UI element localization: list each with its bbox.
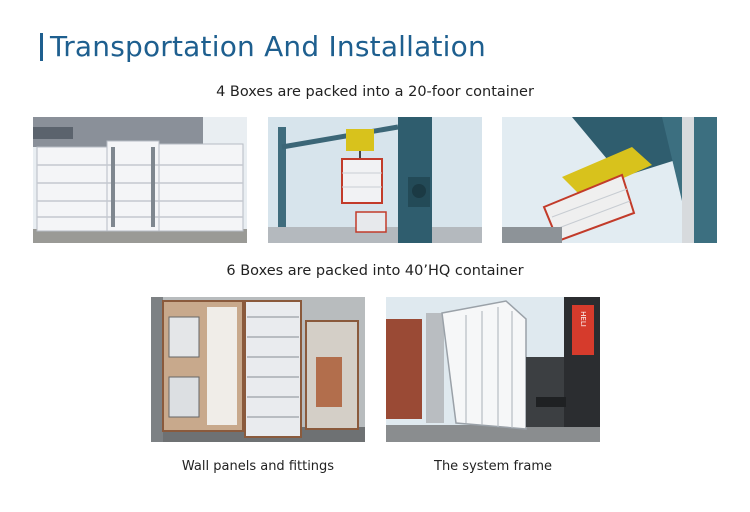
section2-caption: 6 Boxes are packed into 40’HQ container (226, 263, 524, 279)
page-title: Transportation And Installation (50, 30, 486, 63)
forklift-brand-sign: HELI (579, 311, 587, 327)
crane-lifting-box-closeup-photo (502, 117, 717, 243)
wall-panels-packed-photo (151, 297, 365, 442)
system-frame-label: The system frame (434, 459, 552, 474)
system-frame-forklift-photo: HELI (386, 297, 600, 442)
wall-panels-label: Wall panels and fittings (181, 459, 335, 474)
title-accent-bar (40, 33, 43, 61)
stacked-container-boxes-photo (33, 117, 247, 243)
section1-caption: 4 Boxes are packed into a 20-foor contai… (216, 84, 534, 100)
crane-lifting-box-photo (268, 117, 482, 243)
